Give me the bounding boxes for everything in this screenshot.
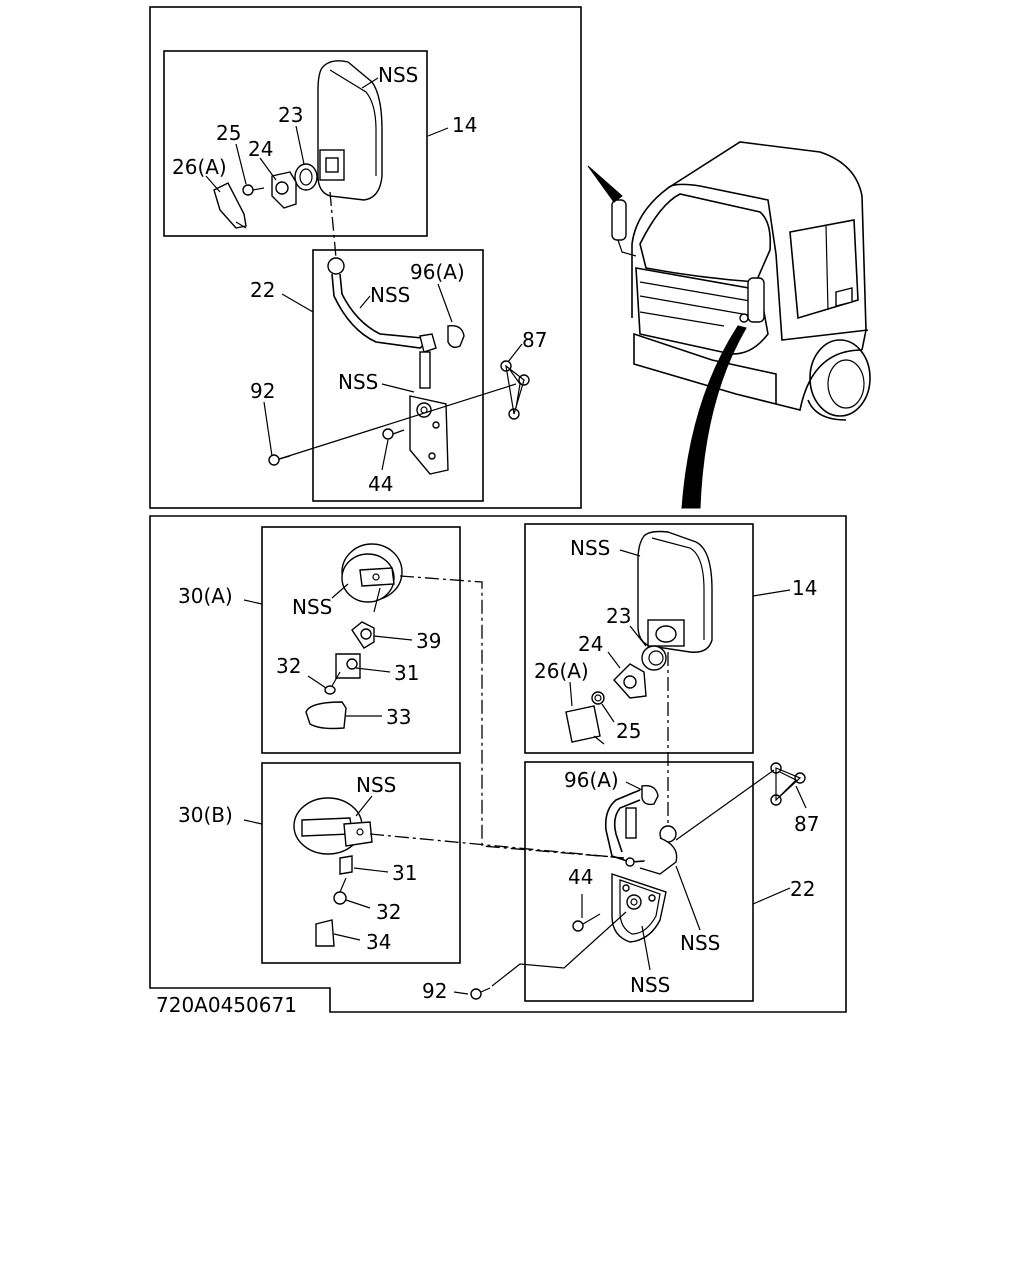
label-nss-30a: NSS [292, 595, 332, 619]
label-31-30b: 31 [392, 861, 417, 885]
label-22-top: 22 [250, 278, 275, 302]
bottom-link-87 [770, 762, 806, 806]
label-nss-top-head: NSS [378, 63, 418, 87]
box-30b [261, 762, 461, 964]
label-25-top: 25 [216, 121, 241, 145]
label-32-30a: 32 [276, 654, 301, 678]
top-arm-box [312, 249, 484, 502]
label-87-bottom: 87 [794, 812, 819, 836]
leaders-bottom-arm [453, 781, 807, 995]
top-link-87 [500, 360, 530, 420]
label-44-bottom: 44 [568, 865, 593, 889]
label-24-bottom: 24 [578, 632, 603, 656]
label-nss-bottom-arm: NSS [680, 931, 720, 955]
top-mirror-head-box [163, 50, 428, 237]
label-33: 33 [386, 705, 411, 729]
leaders-30b [243, 795, 389, 941]
box-30a [261, 526, 461, 754]
top-panel: NSS 14 23 25 24 26(A) 22 96(A) NSS 87 NS… [149, 6, 582, 509]
diagram-id: 720A0450671 [156, 993, 297, 1017]
label-nss-bottom-base: NSS [630, 973, 670, 997]
pointer-to-bottom-panel [681, 325, 747, 509]
label-24-top: 24 [248, 137, 273, 161]
label-23-top: 23 [278, 103, 303, 127]
pointer-to-top-panel [587, 165, 623, 203]
label-92-top: 92 [250, 379, 275, 403]
label-92-bottom: 92 [422, 979, 447, 1003]
label-25-bottom: 25 [616, 719, 641, 743]
bottom-mirror-arm [572, 785, 678, 943]
bottom-mirror-head-box [524, 523, 754, 754]
label-31-30a: 31 [394, 661, 419, 685]
top-bolt-92 [268, 454, 291, 466]
light-30b-parts [293, 797, 373, 947]
label-nss-bottom-head: NSS [570, 536, 610, 560]
label-22-bottom: 22 [790, 877, 815, 901]
truck-illustration [587, 141, 871, 509]
bottom-mirror-head [637, 530, 713, 653]
label-44-top: 44 [368, 472, 393, 496]
bottom-bolt-92 [470, 987, 491, 1000]
top-mirror-arm [327, 257, 465, 475]
bottom-mirror-small-parts [565, 645, 667, 745]
label-39: 39 [416, 629, 441, 653]
label-34: 34 [366, 930, 391, 954]
label-30b: 30(B) [178, 803, 233, 827]
leaders-30a [243, 583, 413, 717]
label-26a-top: 26(A) [172, 155, 227, 179]
label-14-top: 14 [452, 113, 477, 137]
label-96a-top: 96(A) [410, 260, 465, 284]
label-87-top: 87 [522, 328, 547, 352]
label-14-bottom: 14 [792, 576, 817, 600]
top-mirror-head [317, 60, 383, 201]
label-23-bottom: 23 [606, 604, 631, 628]
label-30a: 30(A) [178, 584, 233, 608]
light-30a-parts [305, 543, 403, 730]
top-leader-lines [205, 77, 523, 471]
top-mirror-small-parts [213, 163, 318, 229]
label-96a-bottom: 96(A) [564, 768, 619, 792]
label-nss-30b: NSS [356, 773, 396, 797]
label-nss-top-base: NSS [338, 370, 378, 394]
leaders-bottom-head [569, 549, 791, 723]
bottom-arm-box [524, 761, 754, 1002]
label-26a-bottom: 26(A) [534, 659, 589, 683]
bottom-panel-frame [149, 515, 847, 1013]
label-nss-top-arm: NSS [370, 283, 410, 307]
top-panel-frame [149, 6, 582, 509]
label-32-30b: 32 [376, 900, 401, 924]
bottom-panel: 30(A) NSS 39 32 31 33 30(B) NSS 31 32 [149, 515, 847, 1017]
